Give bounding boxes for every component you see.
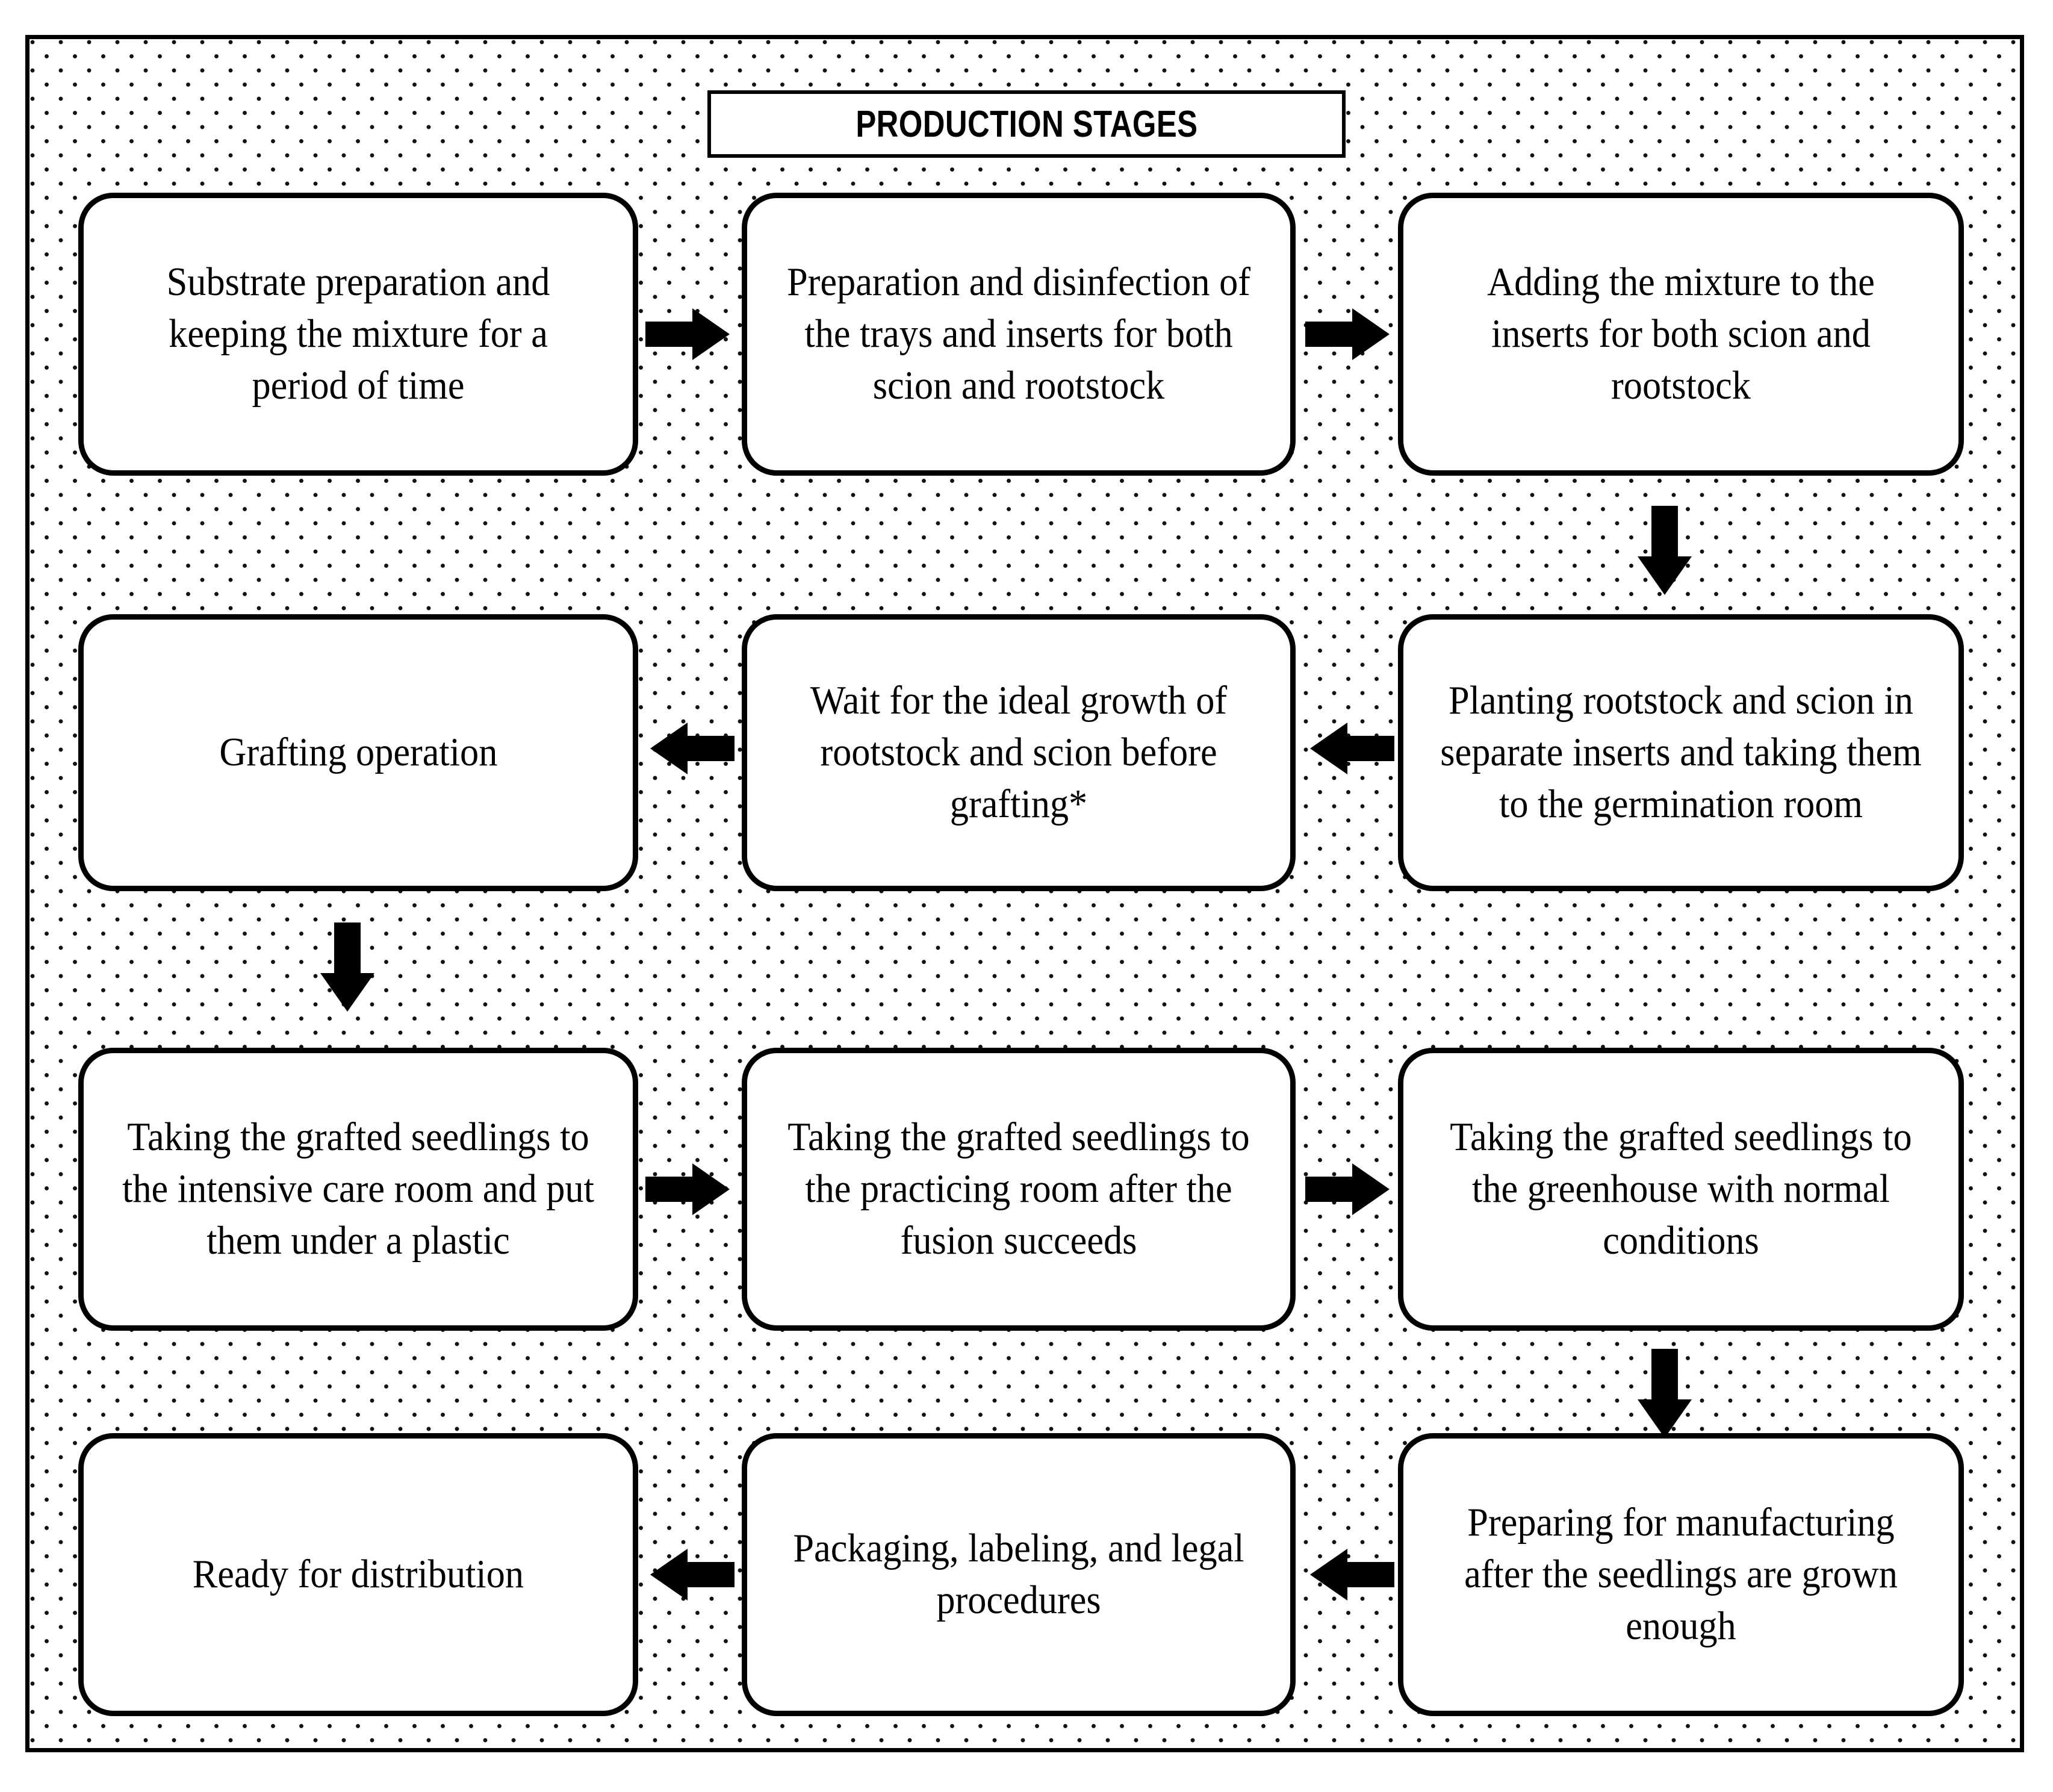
arrow-down-n6-n7 bbox=[320, 922, 374, 1012]
page-title: PRODUCTION STAGES bbox=[855, 103, 1198, 145]
arrow-left-n11-n12 bbox=[650, 1549, 735, 1601]
node-label: Preparing for manufacturing after the se… bbox=[1464, 1500, 1898, 1648]
node-intensive-care-room[interactable]: Taking the grafted seedlings to the inte… bbox=[78, 1048, 638, 1331]
node-label: Adding the mixture to the inserts for bo… bbox=[1487, 260, 1875, 408]
node-label: Substrate preparation and keeping the mi… bbox=[166, 260, 550, 408]
node-tray-disinfection[interactable]: Preparation and disinfection of the tray… bbox=[742, 193, 1296, 476]
node-label: Grafting operation bbox=[219, 730, 497, 775]
node-planting-germination[interactable]: Planting rootstock and scion in separate… bbox=[1398, 614, 1964, 891]
node-preparing-manufacturing[interactable]: Preparing for manufacturing after the se… bbox=[1398, 1433, 1964, 1716]
arrow-right-n8-n9 bbox=[1305, 1163, 1390, 1215]
node-ready-for-distribution[interactable]: Ready for distribution bbox=[78, 1433, 638, 1716]
arrow-down-n9-n10 bbox=[1638, 1349, 1692, 1438]
node-label: Packaging, labeling, and legal procedure… bbox=[793, 1526, 1244, 1622]
arrow-left-n4-n5 bbox=[1310, 723, 1394, 774]
node-packaging-labeling[interactable]: Packaging, labeling, and legal procedure… bbox=[742, 1433, 1296, 1716]
arrow-down-n3-n4 bbox=[1638, 506, 1692, 595]
node-adding-mixture[interactable]: Adding the mixture to the inserts for bo… bbox=[1398, 193, 1964, 476]
arrow-right-n2-n3 bbox=[1305, 308, 1390, 360]
arrow-right-n1-n2 bbox=[645, 308, 730, 360]
arrow-left-n10-n11 bbox=[1310, 1549, 1394, 1601]
node-label: Wait for the ideal growth of rootstock a… bbox=[810, 678, 1228, 826]
node-grafting-operation[interactable]: Grafting operation bbox=[78, 614, 638, 891]
node-substrate-preparation[interactable]: Substrate preparation and keeping the mi… bbox=[78, 193, 638, 476]
arrow-right-n7-n8 bbox=[645, 1163, 730, 1215]
node-practicing-room[interactable]: Taking the grafted seedlings to the prac… bbox=[742, 1048, 1296, 1331]
node-greenhouse-normal-conditions[interactable]: Taking the grafted seedlings to the gree… bbox=[1398, 1048, 1964, 1331]
node-label: Ready for distribution bbox=[192, 1552, 524, 1597]
node-label: Taking the grafted seedlings to the inte… bbox=[122, 1115, 594, 1263]
node-label: Planting rootstock and scion in separate… bbox=[1440, 678, 1922, 826]
node-label: Taking the grafted seedlings to the prac… bbox=[787, 1115, 1250, 1263]
diagram-title-box: PRODUCTION STAGES bbox=[707, 90, 1346, 158]
node-wait-ideal-growth[interactable]: Wait for the ideal growth of rootstock a… bbox=[742, 614, 1296, 891]
node-label: Preparation and disinfection of the tray… bbox=[786, 260, 1250, 408]
arrow-left-n5-n6 bbox=[650, 723, 735, 774]
node-label: Taking the grafted seedlings to the gree… bbox=[1450, 1115, 1912, 1263]
